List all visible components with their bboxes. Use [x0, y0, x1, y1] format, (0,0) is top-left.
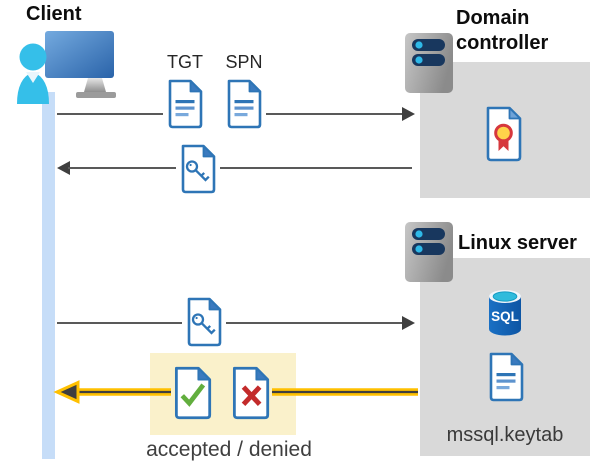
result-label: accepted / denied [146, 438, 312, 461]
client-lifeline [42, 92, 55, 459]
spn-document-icon [224, 79, 264, 129]
yellow-arrowhead [53, 380, 80, 404]
client-to-linux-arrow-line [226, 322, 403, 324]
denied-document-icon [229, 366, 272, 420]
key-ticket-icon [178, 144, 218, 194]
client-to-dc-arrow-line [57, 113, 163, 115]
keytab-file-icon [486, 352, 526, 402]
monitor-icon [45, 31, 116, 98]
user-icon [17, 43, 49, 104]
certificate-icon [483, 106, 525, 162]
domain-controller-server-icon [404, 32, 454, 94]
accepted-denied-response-arrow [53, 380, 418, 404]
dc-to-client-arrow-line [68, 167, 176, 169]
domain-controller-label: Domain controller [456, 7, 549, 54]
client-to-dc-arrow-line [266, 113, 403, 115]
linux-server-label: Linux server [458, 232, 577, 254]
linux-server-icon [404, 221, 454, 283]
result-highlight-box [150, 353, 296, 435]
dc-to-client-arrowhead [57, 161, 70, 175]
spn-label: SPN [225, 52, 263, 72]
client-to-linux-arrowhead [402, 316, 415, 330]
sql-label: SQL [491, 309, 519, 324]
client-to-linux-arrow-line [57, 322, 182, 324]
keytab-file-label: mssql.keytab [446, 424, 564, 446]
client-label: Client [26, 3, 82, 25]
client-computer-icon [17, 31, 116, 104]
accepted-document-icon [171, 366, 214, 420]
sql-database-icon: SQL [489, 290, 521, 336]
tgt-label: TGT [167, 52, 203, 72]
key-ticket-icon [184, 297, 224, 347]
dc-to-client-arrow-line [220, 167, 412, 169]
client-to-dc-arrowhead [402, 107, 415, 121]
tgt-document-icon [165, 79, 205, 129]
